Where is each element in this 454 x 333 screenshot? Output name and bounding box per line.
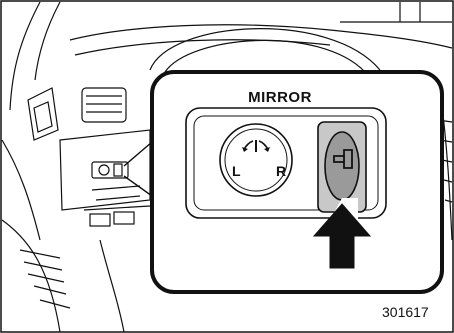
knob-left-label: L [232, 164, 241, 178]
mirror-adjust-knob-icon [220, 124, 292, 196]
callout-title: MIRROR [220, 90, 340, 105]
figure-number: 301617 [382, 305, 429, 319]
knob-right-label: R [276, 164, 286, 178]
